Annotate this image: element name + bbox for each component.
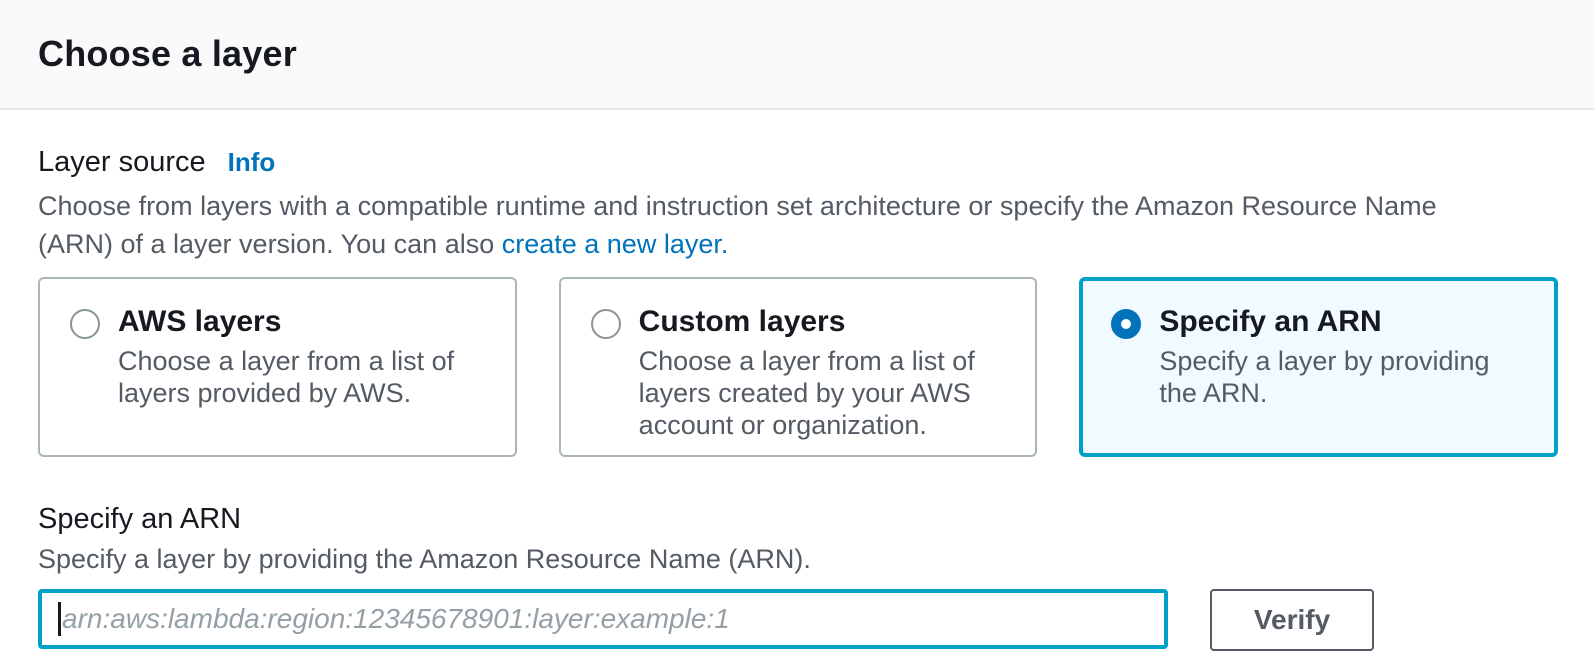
panel-header: Choose a layer [0,0,1594,110]
tile-specify-an-arn[interactable]: Specify an ARN Specify a layer by provid… [1079,277,1559,457]
layer-source-description-text: Choose from layers with a compatible run… [38,191,1437,259]
layer-source-label: Layer source [38,146,206,178]
arn-input-wrapper [38,589,1168,649]
radio-unselected-icon[interactable] [70,309,100,339]
layer-source-label-row: Layer source Info [38,146,1558,179]
tile-description: Choose a layer from a list of layers cre… [638,346,975,440]
verify-button[interactable]: Verify [1210,589,1374,651]
info-link[interactable]: Info [227,147,276,177]
radio-unselected-icon[interactable] [590,309,621,339]
page-title: Choose a layer [38,33,297,74]
tile-description: Specify a layer by providing the ARN. [1159,346,1490,408]
tile-title: AWS layers [118,305,282,338]
tile-text: Specify an ARN Specify a layer by provid… [1159,305,1530,409]
layer-source-description: Choose from layers with a compatible run… [38,187,1513,263]
tile-custom-layers[interactable]: Custom layers Choose a layer from a list… [558,277,1038,457]
radio-selected-icon[interactable] [1111,309,1142,339]
specify-arn-label: Specify an ARN [38,503,242,535]
specify-arn-description: Specify a layer by providing the Amazon … [38,544,811,574]
tile-text: AWS layers Choose a layer from a list of… [118,305,489,409]
tile-aws-layers[interactable]: AWS layers Choose a layer from a list of… [38,277,517,457]
tile-title: Custom layers [638,305,846,338]
tile-text: Custom layers Choose a layer from a list… [639,305,1010,441]
layer-source-tile-group: AWS layers Choose a layer from a list of… [38,277,1559,457]
panel-content: Layer source Info Choose from layers wit… [0,110,1594,651]
arn-input-row: Verify [38,589,1558,651]
tile-description: Choose a layer from a list of layers pro… [118,346,455,408]
arn-input[interactable] [38,589,1168,649]
tile-title: Specify an ARN [1159,305,1382,338]
create-new-layer-link[interactable]: create a new layer. [501,229,729,259]
